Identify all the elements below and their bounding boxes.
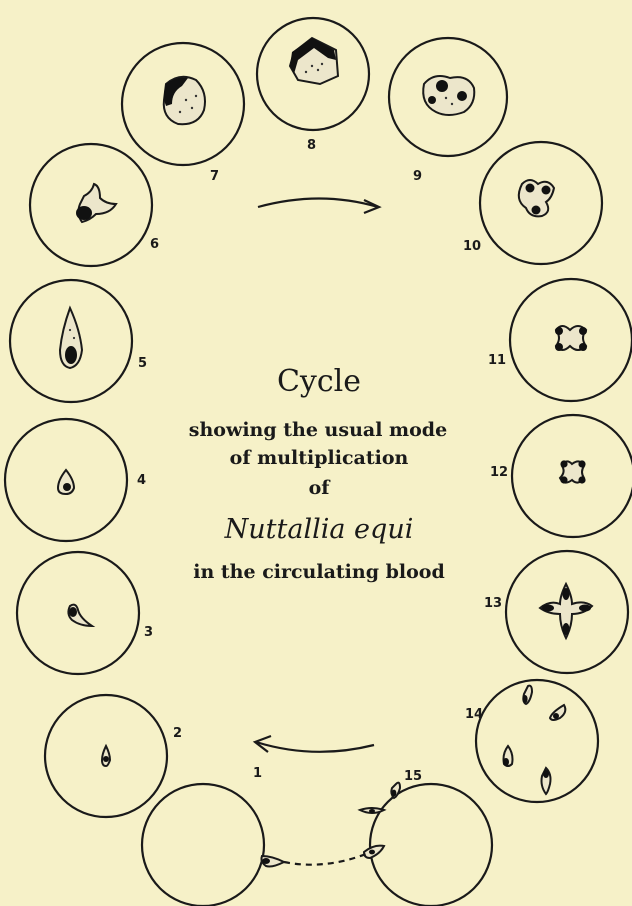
stage-5: 5: [10, 280, 147, 402]
stage-13-nucleus-a: [563, 588, 570, 600]
stage-14-parasites: [503, 686, 565, 794]
stage-15: 15: [360, 769, 492, 906]
stage-1: 1: [142, 766, 284, 906]
cycle-arrow-top: [258, 199, 378, 208]
stage-14-label: 14: [465, 707, 483, 722]
stage-6: 6: [30, 144, 159, 266]
stage-9-label: 9: [413, 169, 422, 184]
stage-1-nucleus: [262, 858, 270, 864]
stage-11-nucleus-a: [555, 327, 563, 335]
stage-5-nucleus: [65, 346, 77, 364]
stage-12-nucleus-c: [560, 476, 567, 483]
stage-11: 11: [488, 279, 632, 401]
stage-2-nucleus: [103, 756, 109, 762]
cycle-arrow-bottom: [256, 742, 374, 752]
stage-11-nucleus-b: [579, 327, 587, 335]
stage-13-nucleus-c: [563, 623, 570, 635]
stage-10-nucleus-c: [532, 206, 541, 215]
stage-4-label: 4: [137, 473, 146, 488]
stage-6-label: 6: [150, 237, 159, 252]
stage-13-nucleus-b: [579, 605, 591, 612]
transmission-dashed-line: [284, 854, 366, 865]
caption-line-3: of: [309, 477, 332, 499]
stage-10-label: 10: [463, 239, 481, 254]
stage-6-nucleus: [76, 206, 92, 220]
stage-13-nucleus-d: [542, 605, 554, 612]
stage-10-nucleus-b: [542, 186, 551, 195]
stage-3: 3: [17, 552, 153, 674]
stage-14-circle: [476, 680, 598, 802]
stage-2-label: 2: [173, 726, 182, 741]
stage-11-nucleus-c: [555, 343, 563, 351]
stage-15-parasites: [360, 783, 400, 858]
caption-line-1: showing the usual mode: [189, 419, 447, 441]
stage-1-circle: [142, 784, 264, 906]
stage-8-label: 8: [307, 138, 316, 153]
stage-10: 10: [463, 142, 602, 264]
stage-13-label: 13: [484, 596, 502, 611]
caption: Cycle showing the usual mode of multipli…: [189, 364, 447, 583]
stage-9: 9: [389, 38, 507, 184]
stage-10-nucleus-a: [526, 184, 535, 193]
cycle-arrow-top-head: [364, 200, 379, 213]
stage-8: 8: [257, 18, 369, 153]
stage-3-nucleus: [69, 607, 77, 617]
caption-line-2: of multiplication: [230, 447, 409, 469]
stage-7-label: 7: [210, 169, 219, 184]
stage-15-circle: [370, 784, 492, 906]
stage-9-nucleus-c: [428, 96, 436, 104]
stage-12-nucleus-b: [578, 460, 585, 467]
stage-13: 13: [484, 551, 628, 673]
stage-11-nucleus-d: [579, 343, 587, 351]
stage-12-nucleus-a: [560, 460, 567, 467]
stage-11-label: 11: [488, 353, 506, 368]
stage-15-label: 15: [404, 769, 422, 784]
stage-5-label: 5: [138, 356, 147, 371]
stage-7: 7: [122, 43, 244, 184]
stage-12-nucleus-d: [578, 476, 585, 483]
stage-3-label: 3: [144, 625, 153, 640]
caption-species: Nuttallia equi: [224, 514, 414, 545]
stage-4-nucleus: [63, 483, 71, 491]
caption-line-4: in the circulating blood: [193, 561, 445, 583]
stage-1-label: 1: [253, 766, 262, 781]
caption-title: Cycle: [277, 364, 361, 399]
stage-9-nucleus-b: [457, 91, 467, 101]
stage-9-nucleus-a: [436, 80, 448, 92]
stage-12: 12: [490, 415, 632, 537]
stage-4: 4: [5, 419, 146, 541]
stage-12-label: 12: [490, 465, 508, 480]
stage-14: 14: [465, 680, 598, 802]
stage-2: 2: [45, 695, 182, 817]
